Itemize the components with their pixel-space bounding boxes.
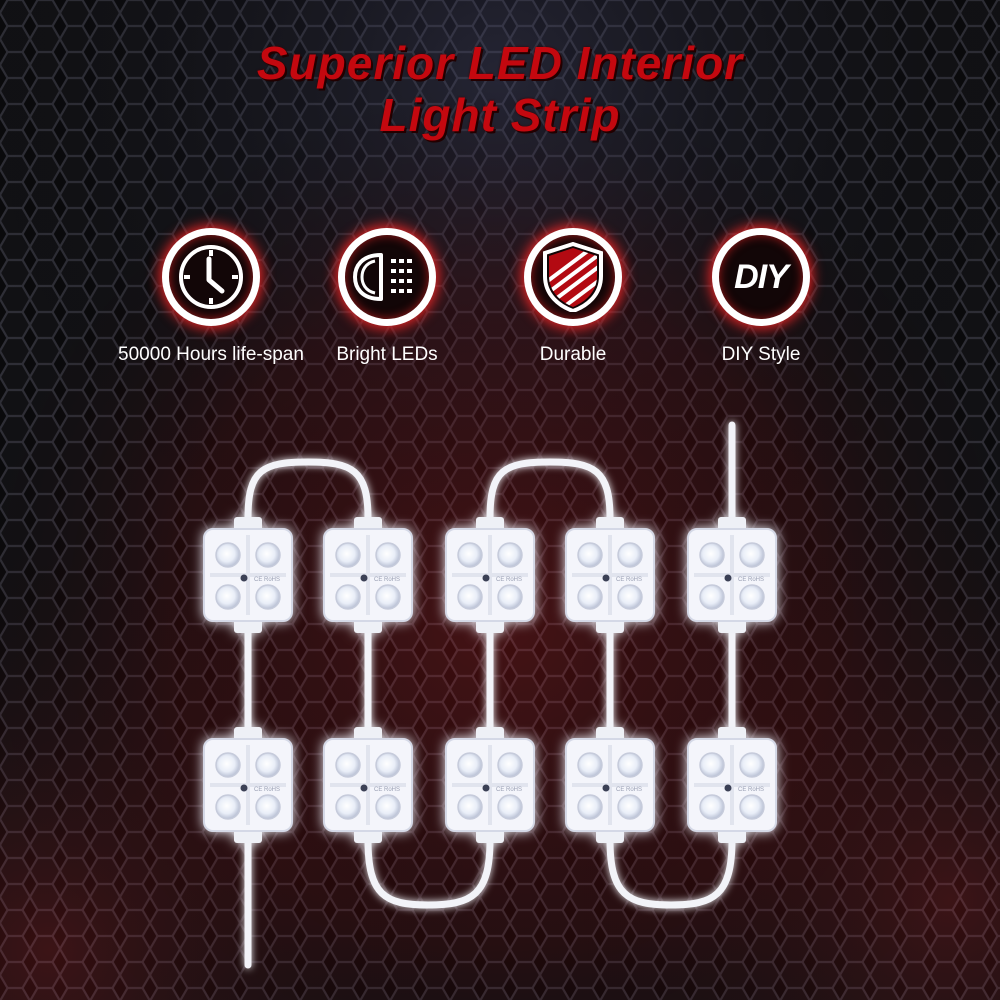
- title-line-2: Light Strip: [379, 89, 621, 141]
- led-module: CE RoHS: [203, 517, 293, 633]
- feature-label: 50000 Hours life-span: [118, 344, 304, 365]
- led-module: CE RoHS: [323, 727, 413, 843]
- led-chip: [457, 794, 483, 820]
- led-chip: [335, 794, 361, 820]
- module-marking: CE RoHS: [374, 787, 400, 793]
- led-chip: [739, 752, 765, 778]
- led-module: CE RoHS: [323, 517, 413, 633]
- shield-icon: [543, 242, 603, 312]
- headlight-icon: [353, 253, 413, 301]
- led-chip: [699, 542, 725, 568]
- module-marking: CE RoHS: [738, 577, 764, 583]
- led-chip: [375, 584, 401, 610]
- led-chip: [577, 794, 603, 820]
- feature-label: Bright LEDs: [336, 344, 438, 365]
- led-chip: [617, 542, 643, 568]
- module-marking: CE RoHS: [738, 787, 764, 793]
- screw-hole: [482, 574, 490, 582]
- feature-durable: Durable: [473, 228, 673, 366]
- led-chip: [215, 542, 241, 568]
- module-marking: CE RoHS: [254, 577, 280, 583]
- led-chip: [497, 542, 523, 568]
- led-module: CE RoHS: [203, 727, 293, 843]
- led-chip: [255, 542, 281, 568]
- led-chip: [375, 794, 401, 820]
- screw-hole: [602, 784, 610, 792]
- led-chip: [739, 794, 765, 820]
- diy-badge: DIY: [712, 228, 810, 326]
- led-module: CE RoHS: [445, 727, 535, 843]
- led-chip: [739, 584, 765, 610]
- led-chip: [215, 752, 241, 778]
- led-module: CE RoHS: [445, 517, 535, 633]
- led-chip: [617, 752, 643, 778]
- feature-label: DIY Style: [721, 344, 801, 365]
- screw-hole: [240, 574, 248, 582]
- clock-badge: [162, 228, 260, 326]
- led-module: CE RoHS: [687, 517, 777, 633]
- led-chip: [255, 794, 281, 820]
- module-marking: CE RoHS: [254, 787, 280, 793]
- screw-hole: [360, 784, 368, 792]
- feature-lifespan: 50000 Hours life-span: [111, 228, 311, 366]
- module-marking: CE RoHS: [616, 787, 642, 793]
- screw-hole: [240, 784, 248, 792]
- led-chip: [335, 542, 361, 568]
- led-chip: [457, 752, 483, 778]
- led-chip: [215, 584, 241, 610]
- led-module: CE RoHS: [565, 727, 655, 843]
- module-marking: CE RoHS: [496, 577, 522, 583]
- led-module: CE RoHS: [565, 517, 655, 633]
- led-chip: [739, 542, 765, 568]
- title-line-1: Superior LED Interior: [256, 37, 744, 89]
- module-marking: CE RoHS: [374, 577, 400, 583]
- clock-icon: [179, 245, 243, 309]
- led-chip: [255, 752, 281, 778]
- led-chip: [577, 542, 603, 568]
- screw-hole: [482, 784, 490, 792]
- led-chip: [497, 584, 523, 610]
- feature-bright: Bright LEDs: [287, 228, 487, 366]
- led-chip: [255, 584, 281, 610]
- led-chip: [375, 752, 401, 778]
- led-chip: [457, 542, 483, 568]
- led-chip: [497, 752, 523, 778]
- feature-label: Durable: [539, 344, 607, 365]
- screw-hole: [724, 574, 732, 582]
- diy-icon: DIY: [734, 257, 789, 296]
- led-chip: [617, 794, 643, 820]
- led-chip: [699, 794, 725, 820]
- module-marking: CE RoHS: [616, 577, 642, 583]
- led-chip: [699, 584, 725, 610]
- wires: [244, 421, 736, 969]
- shield-badge: [524, 228, 622, 326]
- led-chip: [617, 584, 643, 610]
- led-chip: [577, 752, 603, 778]
- module-marking: CE RoHS: [496, 787, 522, 793]
- led-chip: [497, 794, 523, 820]
- led-chip: [335, 584, 361, 610]
- led-module: CE RoHS: [687, 727, 777, 843]
- led-chip: [335, 752, 361, 778]
- screw-hole: [360, 574, 368, 582]
- led-chip: [375, 542, 401, 568]
- feature-diy: DIY DIY Style: [661, 228, 861, 366]
- led-chip: [215, 794, 241, 820]
- led-chip: [457, 584, 483, 610]
- led-chip: [577, 584, 603, 610]
- led-chip: [699, 752, 725, 778]
- headlight-badge: [338, 228, 436, 326]
- screw-hole: [602, 574, 610, 582]
- screw-hole: [724, 784, 732, 792]
- led-modules: CE RoHS CE RoHS CE RoHS CE RoHS CE RoHS CE Ro…: [203, 517, 777, 843]
